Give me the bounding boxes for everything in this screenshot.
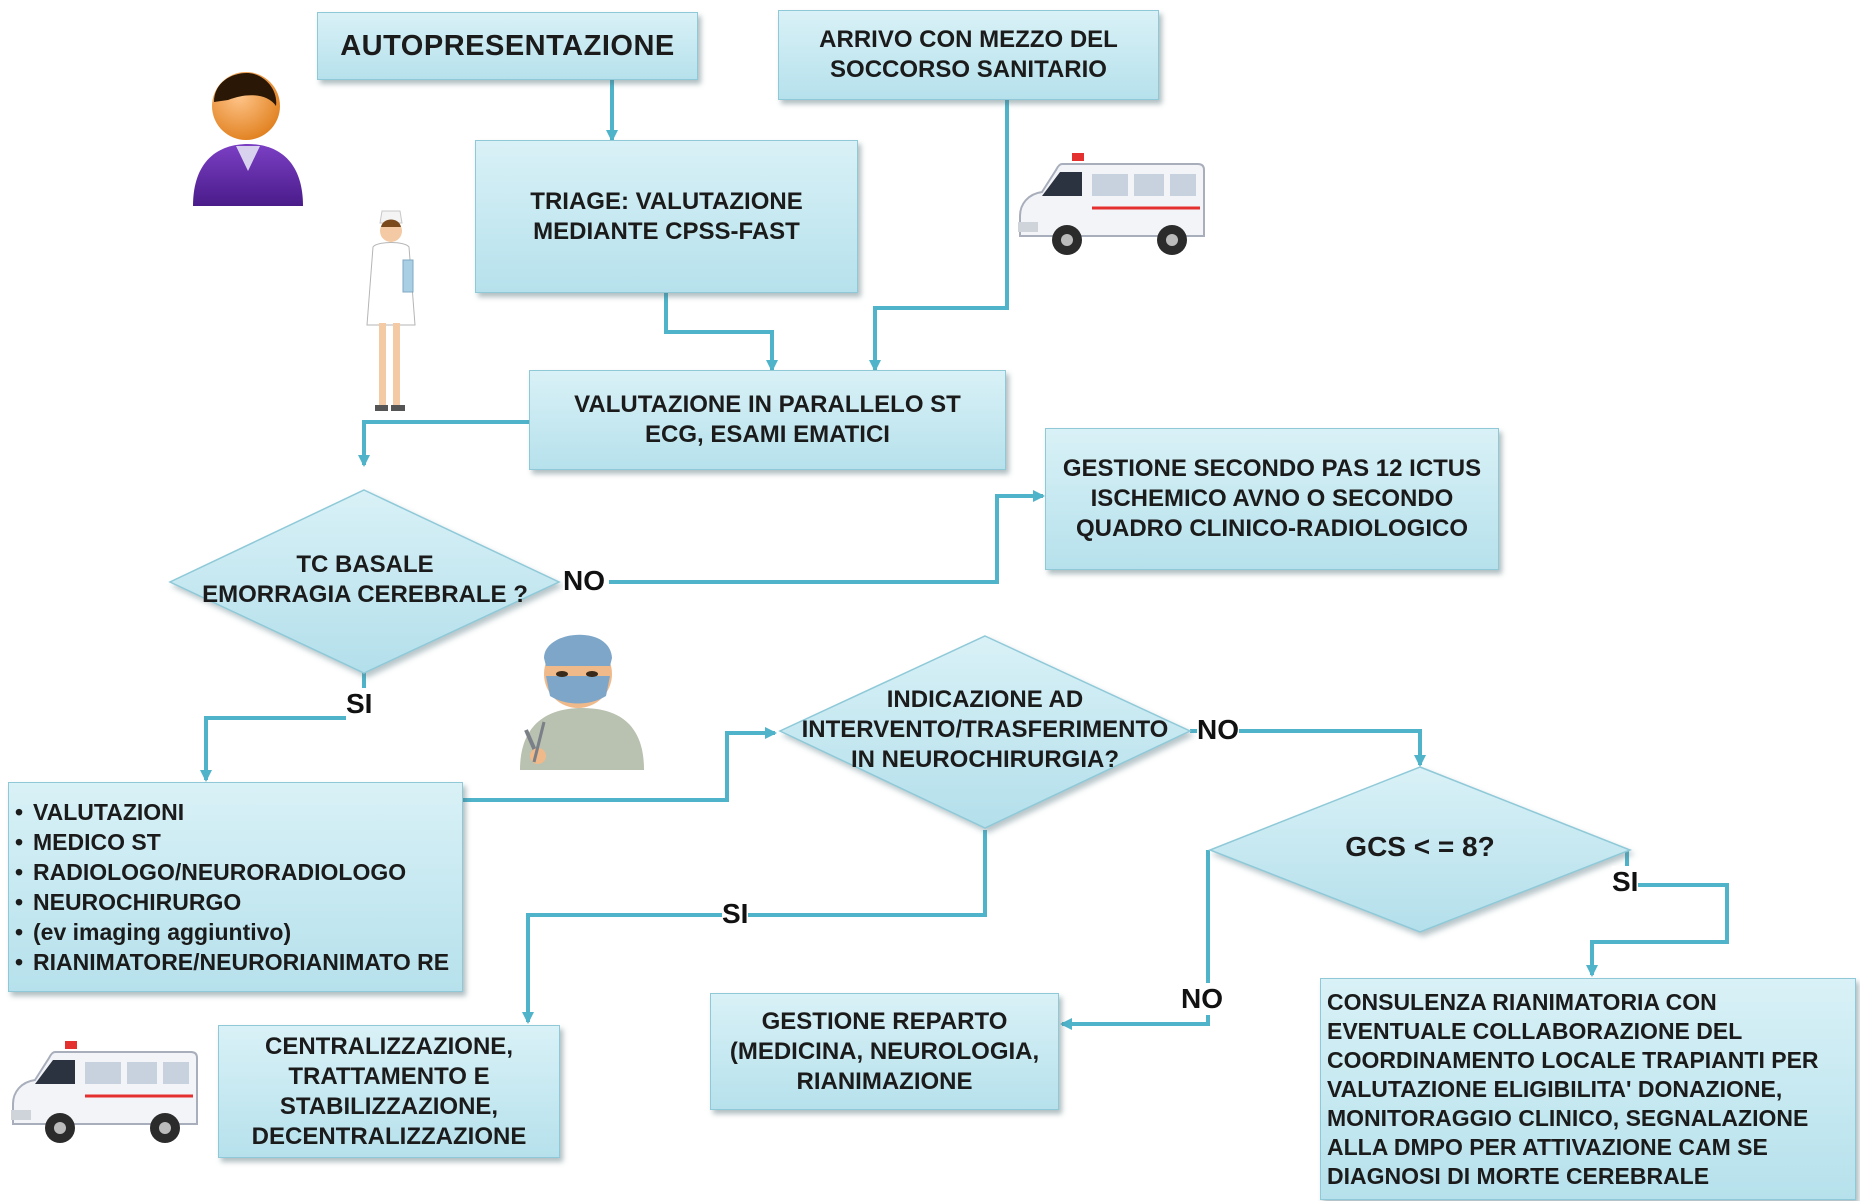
no-label: NO [1197, 714, 1239, 746]
arrow-valutazioni-indicazione [463, 727, 777, 802]
gestione-pas-line: GESTIONE SECONDO PAS 12 ICTUS [1062, 455, 1482, 482]
gestione-pas-line: QUADRO CLINICO-RADIOLOGICO [1076, 515, 1468, 542]
nurse-icon [366, 210, 416, 411]
centr-line: CENTRALIZZAZIONE, [265, 1032, 513, 1060]
person-icon [193, 72, 303, 206]
tc-line: TC BASALE [296, 551, 434, 578]
list-item: RADIOLOGO/NEURORADIOLOGO [15, 857, 453, 887]
arrow-triage-valpar [664, 292, 778, 372]
list-item: NEUROCHIRURGO [15, 887, 453, 917]
ambulance-icon [11, 1041, 198, 1143]
arrivo-box: ARRIVO CON MEZZO DEL SOCCORSO SANITARIO [778, 10, 1159, 100]
no-label: NO [1181, 983, 1223, 1015]
tc-line: EMORRAGIA CEREBRALE ? [202, 581, 528, 608]
list-item: VALUTAZIONI [15, 797, 453, 827]
gestione-pas-box: GESTIONE SECONDO PAS 12 ICTUS ISCHEMICO … [1045, 428, 1499, 570]
no-label: NO [563, 565, 605, 597]
reparto-line: RIANIMAZIONE [796, 1067, 973, 1095]
arrow-indicazione-gcs [1190, 729, 1426, 767]
reparto-line: (MEDICINA, NEUROLOGIA, [729, 1037, 1040, 1065]
triage-box: TRIAGE: VALUTAZIONE MEDIANTE CPSS-FAST [475, 140, 858, 293]
arrivo-line: ARRIVO CON MEZZO DEL [819, 26, 1118, 53]
valpar-line: ECG, ESAMI EMATICI [645, 421, 890, 448]
gestione-pas-line: ISCHEMICO AVNO O SECONDO [1090, 485, 1454, 512]
si-label: SI [346, 688, 373, 720]
gestione-reparto-box: GESTIONE REPARTO (MEDICINA, NEUROLOGIA, … [710, 993, 1059, 1110]
arrow-arrivo-valpar [869, 80, 1009, 372]
centralizzazione-box: CENTRALIZZAZIONE, TRATTAMENTO E STABILIZ… [218, 1025, 560, 1158]
centr-line: DECENTRALIZZAZIONE [251, 1122, 527, 1150]
centr-line: STABILIZZAZIONE, [279, 1092, 499, 1120]
indicazione-line: IN NEUROCHIRURGIA? [851, 746, 1119, 773]
consulenza-box: CONSULENZA RIANIMATORIA CON EVENTUALE CO… [1320, 978, 1856, 1200]
indicazione-line: INTERVENTO/TRASFERIMENTO [801, 716, 1169, 743]
list-item: RIANIMATORE/NEURORIANIMATO RE [15, 947, 453, 977]
reparto-line: GESTIONE REPARTO [761, 1007, 1008, 1035]
tc-basale-text: TC BASALE EMORRAGIA CEREBRALE ? [190, 550, 540, 610]
centr-line: TRATTAMENTO E [288, 1062, 490, 1090]
indicazione-text: INDICAZIONE AD INTERVENTO/TRASFERIMENTO … [785, 685, 1185, 775]
si-label: SI [722, 898, 749, 930]
arrow-tc-gestione [609, 490, 1045, 584]
gcs-text: GCS < = 8? [1345, 831, 1495, 862]
consulenza-line: ALLA DMPO PER ATTIVAZIONE CAM SE [1327, 1133, 1768, 1160]
valutazione-parallelo-box: VALUTAZIONE IN PARALLELO ST ECG, ESAMI E… [529, 370, 1006, 470]
consulenza-line: CONSULENZA RIANIMATORIA CON [1327, 988, 1717, 1015]
ambulance-icon [1018, 153, 1205, 255]
consulenza-line: DIAGNOSI DI MORTE CEREBRALE [1327, 1162, 1710, 1189]
surgeon-icon [520, 634, 644, 770]
arrow-tc-valutazioni [200, 672, 366, 782]
consulenza-line: VALUTAZIONE ELIGIBILITA' DONAZIONE, [1327, 1075, 1783, 1102]
consulenza-line: MONITORAGGIO CLINICO, SEGNALAZIONE [1327, 1104, 1809, 1131]
si-label: SI [1612, 866, 1639, 898]
consulenza-line: COORDINAMENTO LOCALE TRAPIANTI PER [1327, 1046, 1819, 1073]
indicazione-line: INDICAZIONE AD [886, 686, 1084, 713]
consulenza-line: EVENTUALE COLLABORAZIONE DEL [1327, 1017, 1743, 1044]
arrow-valpar-tc [358, 420, 529, 467]
autopresentazione-box: AUTOPRESENTAZIONE [317, 12, 698, 80]
arrow-indicazione-centr [522, 830, 987, 1024]
list-item: (ev imaging aggiuntivo) [15, 917, 453, 947]
valutazioni-list: VALUTAZIONI MEDICO ST RADIOLOGO/NEURORAD… [9, 797, 453, 977]
valutazioni-box: VALUTAZIONI MEDICO ST RADIOLOGO/NEURORAD… [8, 782, 463, 992]
triage-line: MEDIANTE CPSS-FAST [533, 217, 800, 245]
valpar-line: VALUTAZIONE IN PARALLELO ST [574, 391, 961, 418]
triage-line: TRIAGE: VALUTAZIONE [530, 187, 803, 215]
list-item: MEDICO ST [15, 827, 453, 857]
arrivo-line: SOCCORSO SANITARIO [830, 56, 1107, 83]
